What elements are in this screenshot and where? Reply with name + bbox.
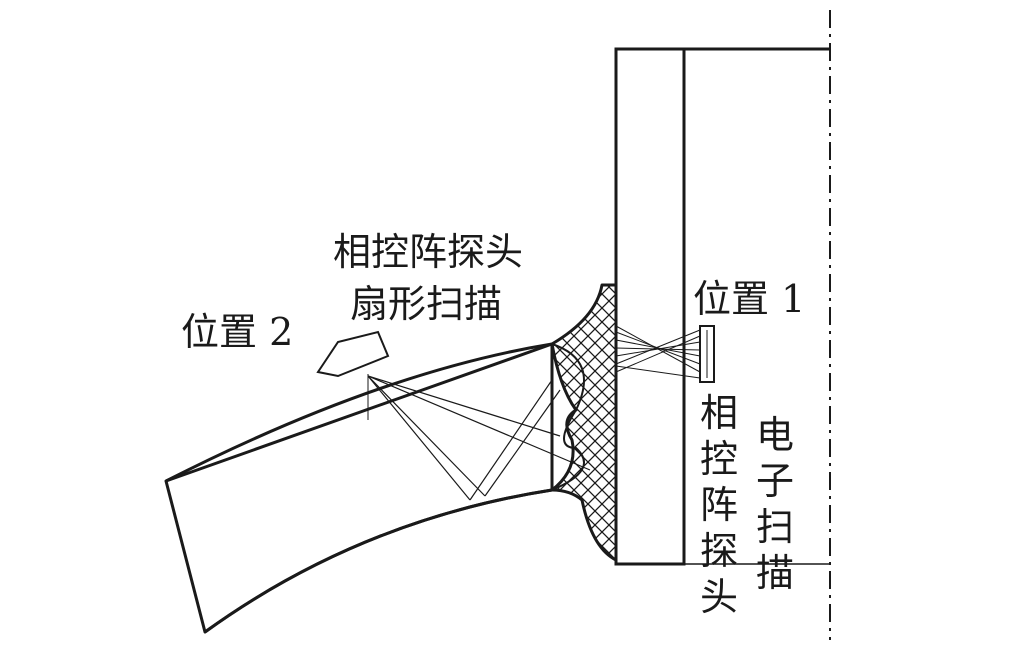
sector-scan-beams <box>367 375 591 501</box>
label-position-2: 位置 2 <box>181 310 294 354</box>
probe-position-2 <box>316 330 390 378</box>
nozzle-top-curve <box>165 342 553 483</box>
nozzle-body <box>164 342 554 634</box>
label-sector-scan: 扇形扫描 <box>350 282 503 326</box>
nozzle-bottom-curve <box>204 488 553 634</box>
label-electronic-scan: 电子扫描 <box>755 413 794 595</box>
weld-bead-curve <box>551 343 585 491</box>
label-position-1: 位置 1 <box>693 277 806 321</box>
electronic-scan-beams <box>615 325 701 379</box>
weld-region <box>550 283 618 562</box>
shell-wall-outer <box>614 47 686 566</box>
label-phased-array-probe-vertical: 相控阵探头 <box>699 391 738 619</box>
label-phased-array-probe: 相控阵探头 <box>333 230 524 274</box>
